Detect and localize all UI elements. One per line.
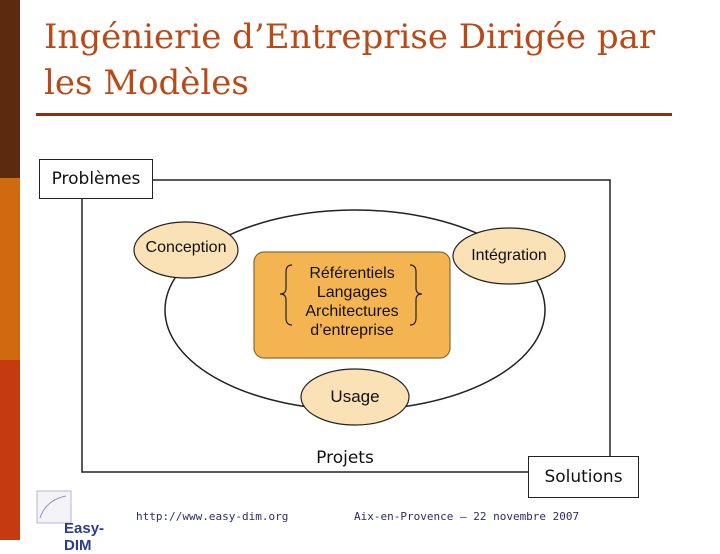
projects-frame [81,179,611,473]
slide-title: Ingénierie d’Entreprise Dirigée par les … [44,17,656,103]
center-line-referentiels: Référentiels [309,265,395,282]
diagram-canvas [81,179,611,473]
easy-dim-logo: Easy-DIM [36,490,126,554]
ger-macs-logo-icon [36,490,72,524]
right-brace [409,264,423,326]
center-text: Référentiels Langages Architectures d’en… [254,264,450,340]
side-band-top [0,0,20,178]
projets-label: Projets [316,448,374,468]
side-band-bottom [0,360,20,540]
integration-label: Intégration [471,247,547,264]
problemes-label: Problèmes [39,159,153,199]
side-band-middle [0,178,20,360]
title-underline [36,113,672,116]
easy-dim-wordmark: Easy-DIM [64,520,105,554]
conception-oval [133,221,239,279]
footer-url[interactable]: http://www.easy-dim.org [136,510,289,523]
footer-event: Aix-en-Provence – 22 novembre 2007 [354,510,580,523]
solutions-label: Solutions [528,456,639,498]
integration-oval [452,227,566,285]
usage-oval [300,368,410,426]
left-brace [279,264,293,326]
center-line-entreprise: d’entreprise [310,322,394,339]
center-line-langages: Langages [316,284,388,301]
conception-label: Conception [145,239,227,256]
center-line-architectures: Architectures [305,303,399,320]
usage-label: Usage [330,387,380,406]
center-box [253,251,451,359]
